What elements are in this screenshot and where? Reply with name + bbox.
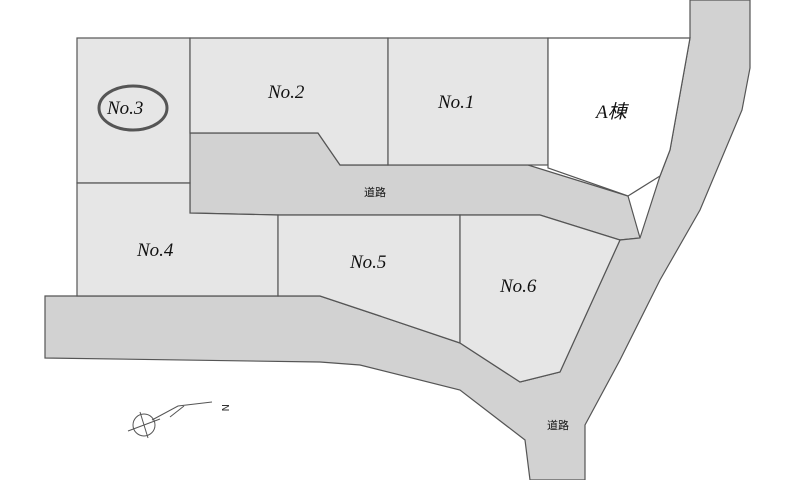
lot-no1-label: No.1	[437, 92, 474, 113]
lot-no3[interactable]	[76, 37, 191, 184]
lot-no2-label: No.2	[267, 82, 305, 103]
lot-no4-label: No.4	[136, 240, 174, 261]
lot-no6[interactable]	[459, 214, 621, 383]
lot-no3-highlight-ring	[97, 84, 169, 132]
lot-no1[interactable]	[387, 37, 549, 166]
lot-no6-label: No.6	[499, 276, 537, 297]
road-outer-label: 道路	[547, 418, 569, 432]
road-inner-label: 道路	[364, 185, 386, 199]
lot-a-building[interactable]	[547, 37, 691, 197]
north-arrow-icon	[127, 401, 213, 439]
north-label: N	[219, 404, 230, 411]
lot-a-building-label: A棟	[594, 102, 630, 123]
lot-no5-label: No.5	[349, 252, 386, 273]
lot-no3-label: No.3	[106, 98, 143, 119]
